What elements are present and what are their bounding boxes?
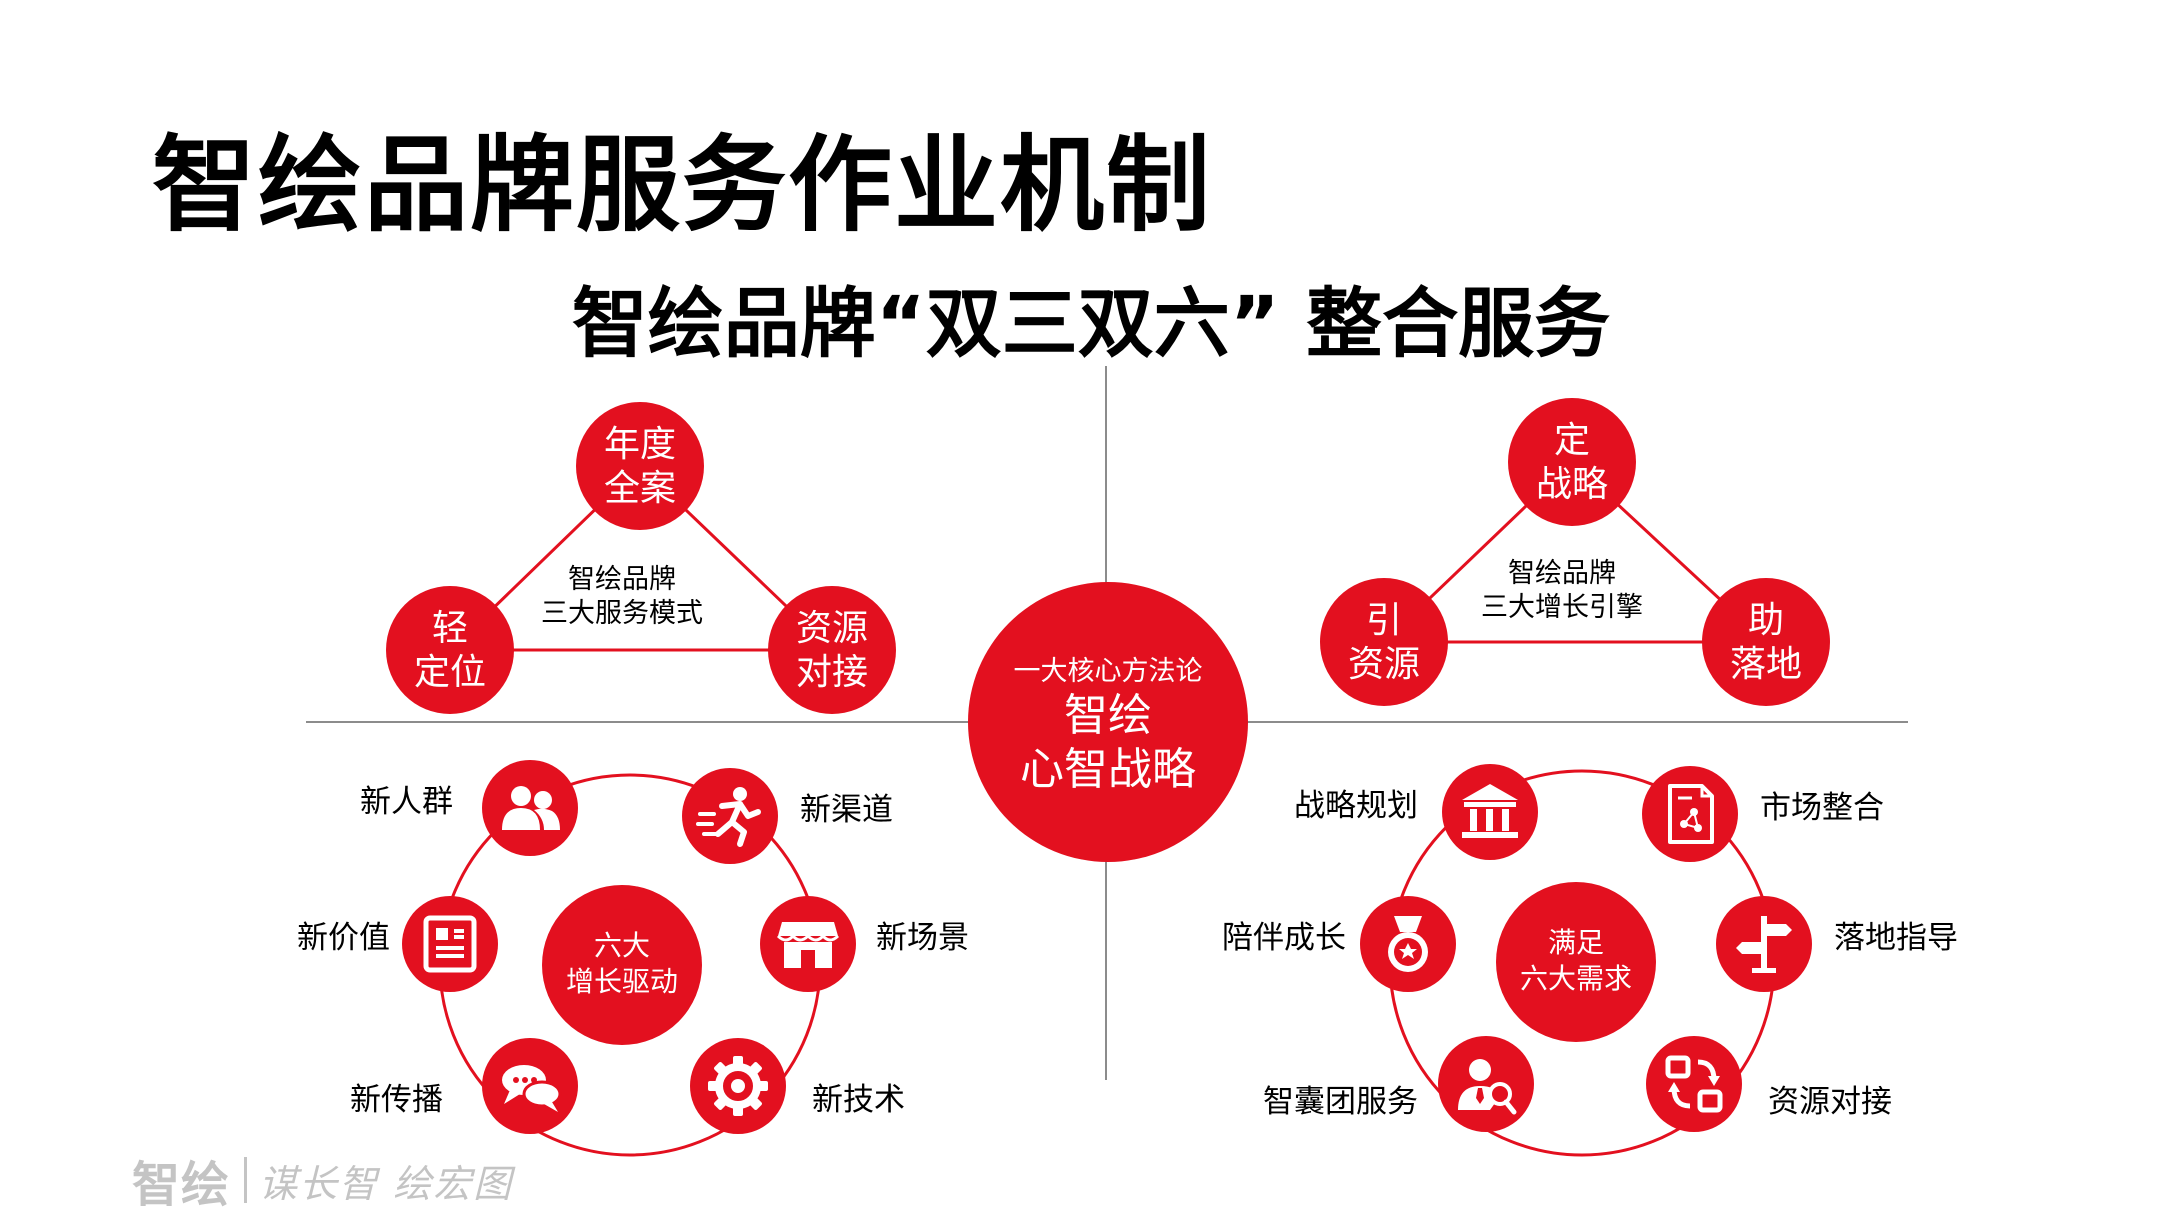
- node-label: 全案: [604, 468, 676, 509]
- ring-item-label: 陪伴成长: [1222, 920, 1346, 956]
- top-left-triangle: 智绘品牌 三大服务模式 年度 全案 轻 定位 资源 对接: [386, 402, 896, 714]
- page-title: 智绘品牌服务作业机制: [152, 124, 1213, 246]
- ring-item-think-tank: 智囊团服务: [1263, 1036, 1534, 1132]
- triangle-center-label: 三大增长引擎: [1481, 592, 1643, 623]
- ring-item-new-communication: 新传播: [350, 1038, 578, 1134]
- ring-center-label: 增长驱动: [566, 965, 678, 998]
- ring-item-label: 新传播: [350, 1082, 443, 1118]
- node-annual-plan: 年度 全案: [576, 402, 704, 530]
- node-label: 落地: [1730, 644, 1802, 685]
- ring-center-label: 六大: [594, 929, 650, 962]
- page-subtitle: 智绘品牌“双三双六” 整合服务: [571, 279, 1611, 368]
- node-light-positioning: 轻 定位: [386, 586, 514, 714]
- footer-slogan: 谋长智 绘宏图: [259, 1161, 514, 1206]
- node-attract-resources: 引 资源: [1320, 578, 1448, 706]
- ring-item-resource-matching: 资源对接: [1646, 1036, 1892, 1132]
- ring-item-label: 市场整合: [1760, 790, 1884, 826]
- node-label: 对接: [796, 652, 868, 693]
- bottom-right-ring: 满足 六大需求 战略规划 市场整合 落地指导 资源对接: [1222, 764, 1958, 1157]
- node-label: 年度: [604, 424, 676, 465]
- ring-item-landing-guidance: 落地指导: [1716, 896, 1958, 992]
- ring-item-label: 智囊团服务: [1263, 1084, 1418, 1120]
- ring-item-label: 新人群: [360, 784, 453, 820]
- node-label: 助: [1748, 600, 1784, 641]
- footer-separator: [244, 1157, 248, 1203]
- ring-item-growth-companion: 陪伴成长: [1222, 896, 1456, 992]
- triangle-center-label: 智绘品牌: [568, 564, 676, 595]
- ring-center-label: 满足: [1548, 926, 1604, 959]
- triangle-center-label: 三大服务模式: [541, 598, 703, 629]
- node-label: 定位: [414, 652, 486, 693]
- ring-item-market-integration: 市场整合: [1642, 766, 1884, 862]
- ring-center: 满足 六大需求: [1496, 882, 1656, 1042]
- footer-logo: 智绘 谋长智 绘宏图: [132, 1150, 514, 1213]
- ring-item-label: 新技术: [812, 1082, 905, 1118]
- ring-item-label: 战略规划: [1294, 788, 1418, 824]
- bottom-left-ring: 六大 增长驱动 新人群 新渠道 新场景 新技术: [297, 760, 969, 1157]
- node-label: 引: [1366, 600, 1402, 641]
- ring-item-label: 新渠道: [800, 792, 893, 828]
- top-right-triangle: 智绘品牌 三大增长引擎 定 战略 引 资源 助 落地: [1320, 398, 1830, 706]
- hub-label-strategy: 心智战略: [1020, 744, 1196, 795]
- ring-item-label: 新场景: [876, 920, 969, 956]
- node-label: 资源: [1348, 644, 1420, 685]
- footer-brand: 智绘: [132, 1157, 231, 1213]
- node-set-strategy: 定 战略: [1508, 398, 1636, 526]
- central-hub: 一大核心方法论 智绘 心智战略: [968, 582, 1248, 862]
- node-label: 轻: [432, 608, 468, 649]
- ring-center: 六大 增长驱动: [542, 885, 702, 1045]
- ring-item-new-channels: 新渠道: [682, 768, 893, 864]
- node-help-landing: 助 落地: [1702, 578, 1830, 706]
- ring-item-label: 落地指导: [1834, 920, 1958, 956]
- triangle-center-label: 智绘品牌: [1508, 558, 1616, 589]
- storefront-icon: [776, 920, 840, 970]
- ring-center-label: 六大需求: [1520, 962, 1632, 995]
- hub-label-brand: 智绘: [1064, 690, 1152, 741]
- node-resource-matching: 资源 对接: [768, 586, 896, 714]
- ring-item-new-scenarios: 新场景: [760, 896, 969, 992]
- ring-item-new-technology: 新技术: [690, 1038, 905, 1134]
- ring-item-label: 资源对接: [1768, 1084, 1892, 1120]
- node-label: 定: [1554, 420, 1590, 461]
- node-label: 资源: [796, 608, 868, 649]
- hub-label-methodology: 一大核心方法论: [1014, 656, 1203, 687]
- ring-item-new-value: 新价值: [297, 896, 498, 992]
- ring-item-new-audience: 新人群: [360, 760, 578, 856]
- gear-icon: [708, 1056, 768, 1116]
- ring-item-label: 新价值: [297, 920, 390, 956]
- node-label: 战略: [1536, 464, 1608, 505]
- ring-item-strategy-planning: 战略规划: [1294, 764, 1538, 860]
